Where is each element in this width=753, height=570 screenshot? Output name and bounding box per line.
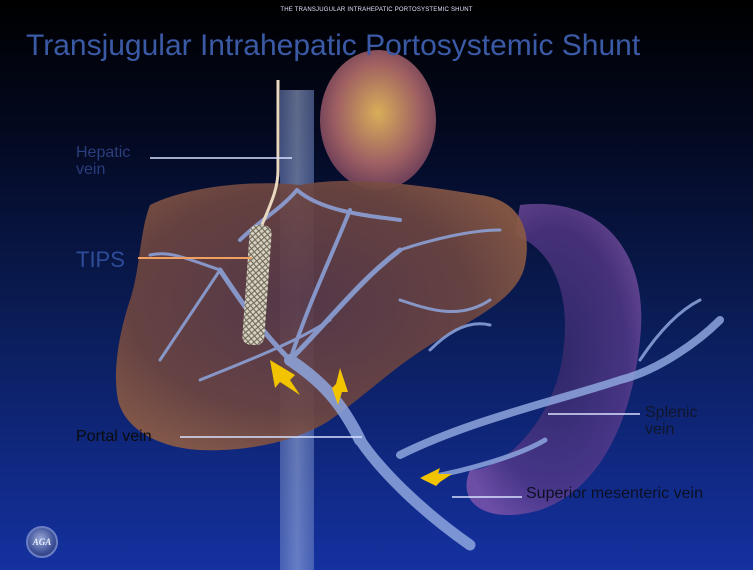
slide-header-caption: THE TRANSJUGULAR INTRAHEPATIC PORTOSYSTE… <box>0 7 753 13</box>
heart-shape <box>320 50 436 190</box>
hepatic-vein-label: Hepatic vein <box>76 144 156 178</box>
splenic-vein-label: Splenic vein <box>645 404 725 438</box>
aga-seal-icon: AGA <box>26 526 58 558</box>
slide-title: Transjugular Intrahepatic Portosystemic … <box>26 30 706 61</box>
tips-label: TIPS <box>76 247 125 273</box>
liver-shape <box>116 181 527 450</box>
logo-text: AGA <box>33 537 52 547</box>
portal-vein-label: Portal vein <box>76 428 152 445</box>
superior-mesenteric-vein-label: Superior mesenteric vein <box>526 485 726 502</box>
